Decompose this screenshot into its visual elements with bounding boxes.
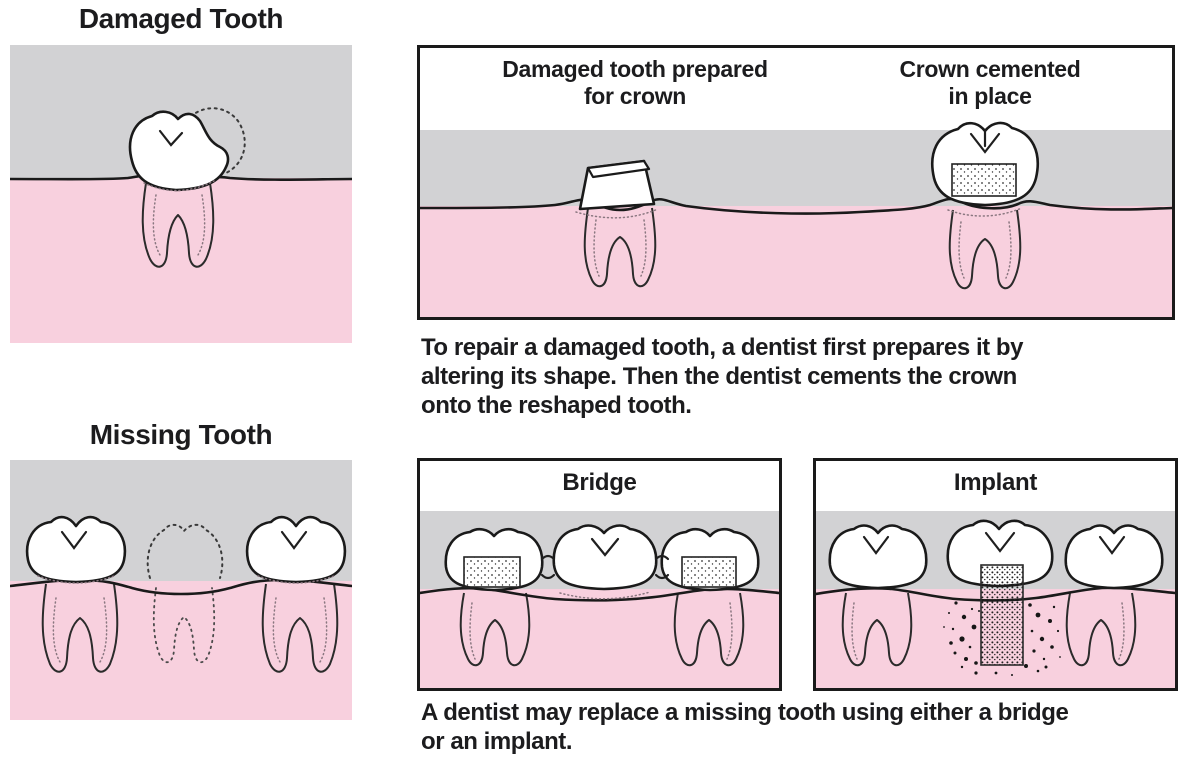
cemented-crown-tooth bbox=[931, 121, 1039, 217]
left-tooth-roots bbox=[41, 583, 119, 673]
right-tooth-roots bbox=[261, 583, 339, 673]
missing-tooth-outline bbox=[146, 523, 224, 664]
caption-line: altering its shape. Then the dentist cem… bbox=[421, 363, 1017, 390]
prepared-label: Damaged tooth prepared for crown bbox=[502, 56, 768, 109]
implant-left-crown bbox=[828, 524, 928, 590]
caption-line: or an implant. bbox=[421, 728, 573, 755]
replacement-caption: A dentist may replace a missing tooth us… bbox=[421, 698, 1191, 756]
bridge-left-roots bbox=[459, 592, 531, 667]
missing-tooth-title: Missing Tooth bbox=[89, 419, 273, 450]
crown-procedure-panel: Damaged tooth prepared for crown Crown c… bbox=[417, 45, 1175, 320]
missing-fragment-outline bbox=[185, 107, 246, 174]
prepared-tooth-stub bbox=[575, 159, 659, 219]
bridge-right-roots bbox=[673, 592, 745, 667]
right-tooth-crown bbox=[245, 515, 347, 584]
implant-panel: Implant bbox=[813, 458, 1178, 691]
caption-line: A dentist may replace a missing tooth us… bbox=[421, 699, 1069, 726]
implant-left-roots bbox=[841, 592, 913, 667]
bridge-left-cap bbox=[463, 556, 521, 588]
caption-line: To repair a damaged tooth, a dentist fir… bbox=[421, 334, 1024, 361]
implant-right-roots bbox=[1065, 592, 1137, 667]
bridge-illustration bbox=[420, 511, 779, 688]
prepared-tooth-roots bbox=[583, 207, 657, 288]
damaged-tooth-illustration bbox=[10, 45, 352, 343]
implant-illustration bbox=[816, 511, 1175, 688]
implant-post bbox=[980, 564, 1024, 666]
bridge-panel: Bridge bbox=[417, 458, 782, 691]
crown-cement-area bbox=[951, 163, 1017, 197]
crown-caption: To repair a damaged tooth, a dentist fir… bbox=[421, 333, 1191, 420]
bridge-right-cap bbox=[681, 556, 737, 588]
missing-tooth-illustration bbox=[10, 460, 352, 720]
damaged-tooth-crown bbox=[128, 110, 230, 192]
left-tooth-crown bbox=[25, 515, 127, 584]
implant-right-crown bbox=[1064, 524, 1164, 590]
damaged-tooth-title: Damaged Tooth bbox=[78, 3, 284, 34]
implant-label: Implant bbox=[953, 469, 1038, 496]
cemented-tooth-roots bbox=[948, 209, 1022, 290]
damaged-tooth-roots bbox=[141, 182, 215, 268]
crown-procedure-illustration bbox=[420, 121, 1172, 317]
caption-line: onto the reshaped tooth. bbox=[421, 392, 692, 419]
bridge-crowns bbox=[444, 524, 760, 600]
bone-speckles bbox=[943, 601, 1061, 676]
bridge-label: Bridge bbox=[562, 469, 637, 496]
cemented-label: Crown cemented in place bbox=[899, 56, 1081, 109]
